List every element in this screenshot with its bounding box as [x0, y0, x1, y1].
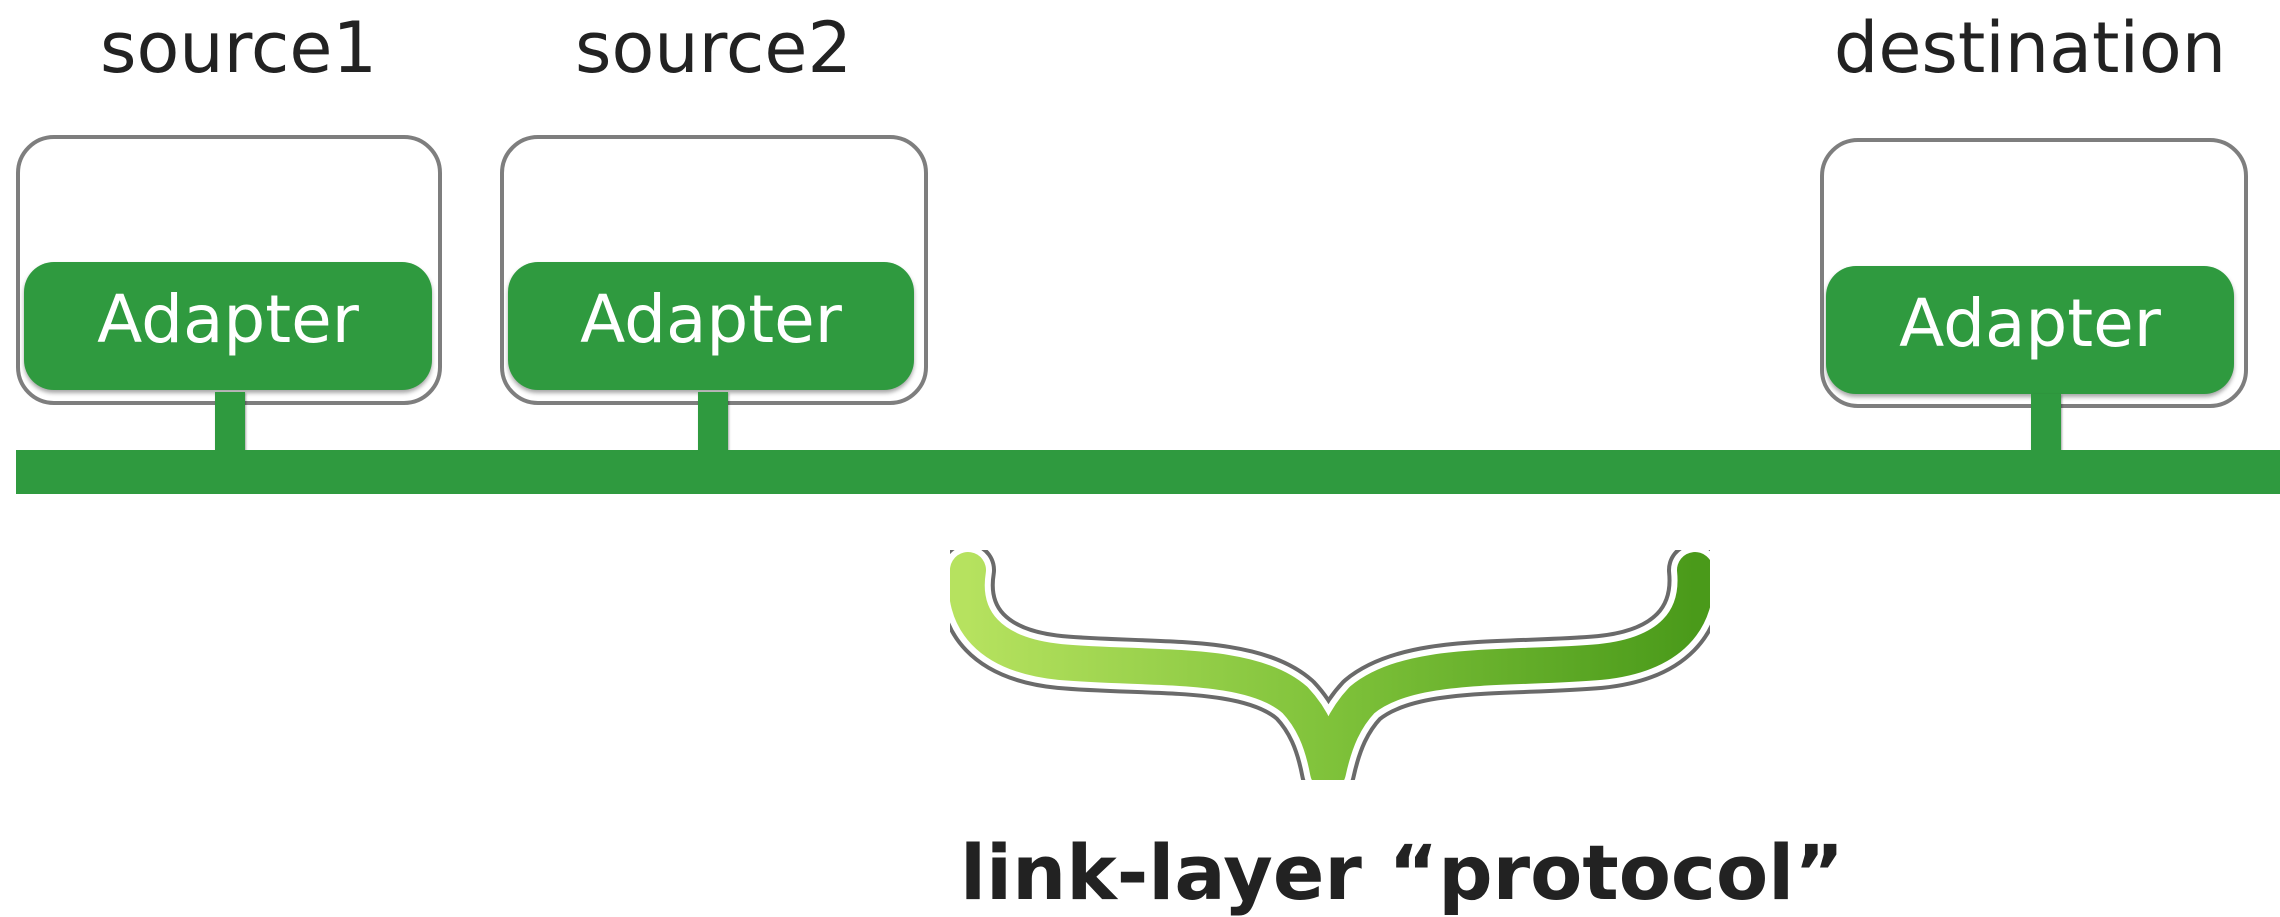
- host-label-destination: destination: [1833, 7, 2227, 89]
- shared-link-bus: [16, 450, 2280, 494]
- adapter-label: Adapter: [580, 281, 842, 358]
- adapter-label: Adapter: [1899, 285, 2161, 362]
- host-label-source2: source2: [575, 7, 852, 89]
- adapter-destination: Adapter: [1826, 266, 2234, 394]
- caption-link-layer-protocol: link-layer “protocol”: [960, 828, 1845, 917]
- curly-brace-icon: [950, 550, 1710, 780]
- adapter-source1: Adapter: [24, 262, 432, 390]
- adapter-label: Adapter: [97, 281, 359, 358]
- host-label-source1: source1: [100, 7, 377, 89]
- adapter-source2: Adapter: [508, 262, 914, 390]
